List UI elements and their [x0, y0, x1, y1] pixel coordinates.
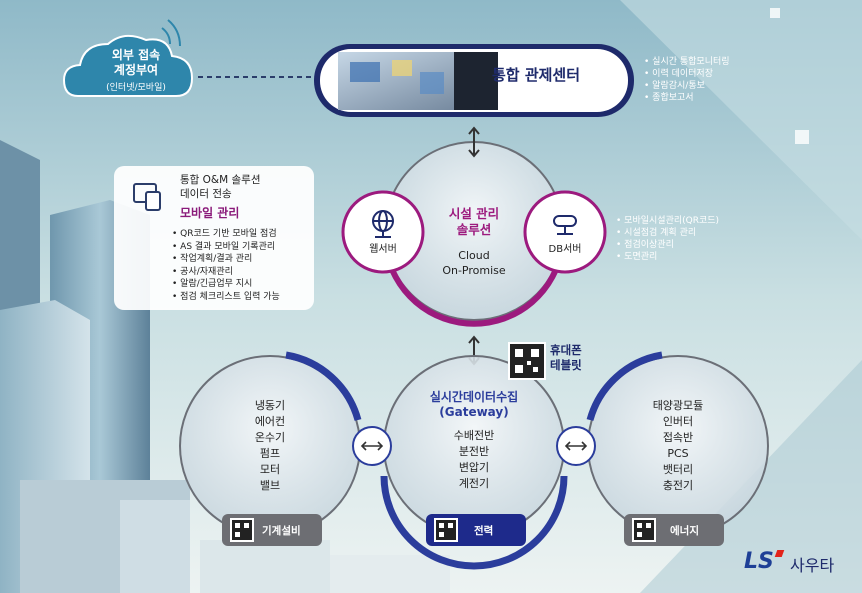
- brand-name: 사우타: [790, 556, 835, 575]
- mobile-sub1: 통합 O&M 솔루션: [180, 174, 261, 186]
- list-item: 에어컨: [254, 415, 286, 428]
- list-item: 종합보고서: [644, 92, 730, 104]
- list-item: 태양광모듈: [652, 399, 704, 412]
- energy-label: 에너지: [670, 525, 699, 537]
- double-arrow-icon-left: [360, 441, 384, 451]
- mobile-list: QR코드 기반 모바일 점검 AS 결과 모바일 기록관리 작업계획/결과 관리…: [172, 228, 322, 303]
- gateway-title-text: 실시간데이터수집: [429, 390, 519, 404]
- mechanical-list: 냉동기 에어컨 온수기 펌프 모터 밸브: [230, 398, 310, 494]
- list-item: 모터: [259, 463, 281, 476]
- list-item: 펌프: [259, 447, 281, 460]
- database-icon: [553, 215, 577, 235]
- list-item: 인버터: [662, 415, 694, 428]
- list-item: 실시간 통합모니터링: [644, 56, 729, 68]
- list-item: 점검이상관리: [616, 239, 719, 251]
- list-item: 온수기: [254, 431, 286, 444]
- cloud-line1: 외부 접속: [111, 48, 161, 62]
- facility-arc: [383, 247, 565, 327]
- list-item: 뱃터리: [662, 463, 694, 476]
- device-line2: 테블릿: [550, 358, 582, 372]
- control-center-title: 통합 관제센터: [492, 66, 581, 84]
- device-line1: 휴대폰: [550, 343, 582, 357]
- list-item: AS 결과 모바일 기록관리: [172, 241, 322, 254]
- list-item: 계전기: [458, 477, 490, 490]
- list-item: 공사/자재관리: [172, 266, 322, 279]
- mobile-subtitle: 통합 O&M 솔루션 데이터 전송: [180, 173, 310, 201]
- list-item: 작업계획/결과 관리: [172, 253, 322, 266]
- list-item: 분전반: [458, 445, 490, 458]
- facility-line2: On-Promise: [442, 264, 506, 277]
- list-item: 점검 체크리스트 입력 가능: [172, 291, 322, 304]
- gateway-list: 수배전반 분전반 변압기 계전기: [434, 428, 514, 492]
- list-item: 밸브: [259, 479, 281, 492]
- web-server-label: 웹서버: [369, 244, 397, 255]
- globe-icon: [372, 210, 394, 238]
- facility-subtitle: Cloud On-Promise: [414, 248, 534, 278]
- facility-title2: 솔루션: [456, 222, 492, 237]
- device-label: 휴대폰 테블릿: [550, 343, 582, 373]
- mechanical-label: 기계설비: [262, 525, 301, 537]
- list-item: 냉동기: [254, 399, 286, 412]
- facility-line1: Cloud: [458, 249, 490, 262]
- list-item: 도면관리: [616, 251, 719, 263]
- facility-list: 모바일시설관리(QR코드) 시설점검 계획 관리 점검이상관리 도면관리: [616, 215, 719, 263]
- gateway-title: 실시간데이터수집 (Gateway): [404, 390, 544, 420]
- arrow-top: [468, 126, 480, 158]
- cloud-note: (인터넷/모바일): [106, 83, 166, 93]
- energy-list: 태양광모듈 인버터 접속반 PCS 뱃터리 충전기: [638, 398, 718, 494]
- qr-code-main: [508, 342, 546, 380]
- list-item: QR코드 기반 모바일 점검: [172, 228, 322, 241]
- mobile-title: 모바일 관리: [180, 206, 240, 220]
- list-item: 모바일시설관리(QR코드): [616, 215, 719, 227]
- list-item: PCS: [667, 447, 689, 460]
- list-item: 변압기: [458, 461, 490, 474]
- gateway-subtitle: (Gateway): [439, 405, 509, 419]
- cloud-shape: [62, 34, 194, 97]
- db-server-label: DB서버: [548, 244, 582, 255]
- list-item: 접속반: [662, 431, 694, 444]
- double-arrow-icon-right: [564, 441, 588, 451]
- control-center-list: 실시간 통합모니터링 이력 데이터저장 알람감시/통보 종합보고서: [644, 56, 730, 104]
- list-item: 이력 데이터저장: [644, 68, 730, 80]
- mobile-sub2: 데이터 전송: [180, 188, 232, 200]
- cloud-line2: 계정부여: [113, 63, 159, 77]
- cloud-title: 외부 접속 계정부여: [78, 48, 194, 78]
- list-item: 알람감시/통보: [644, 80, 730, 92]
- list-item: 시설점검 계획 관리: [616, 227, 719, 239]
- brand-ls-logo: LS: [744, 549, 774, 574]
- gateway-label: 전력: [474, 525, 494, 537]
- facility-title: 시설 관리 솔루션: [414, 206, 534, 238]
- list-item: 수배전반: [453, 429, 495, 442]
- list-item: 알람/긴급업무 지시: [172, 278, 322, 291]
- gateway-arc: [380, 475, 568, 570]
- facility-title1: 시설 관리: [448, 206, 500, 221]
- list-item: 충전기: [662, 479, 694, 492]
